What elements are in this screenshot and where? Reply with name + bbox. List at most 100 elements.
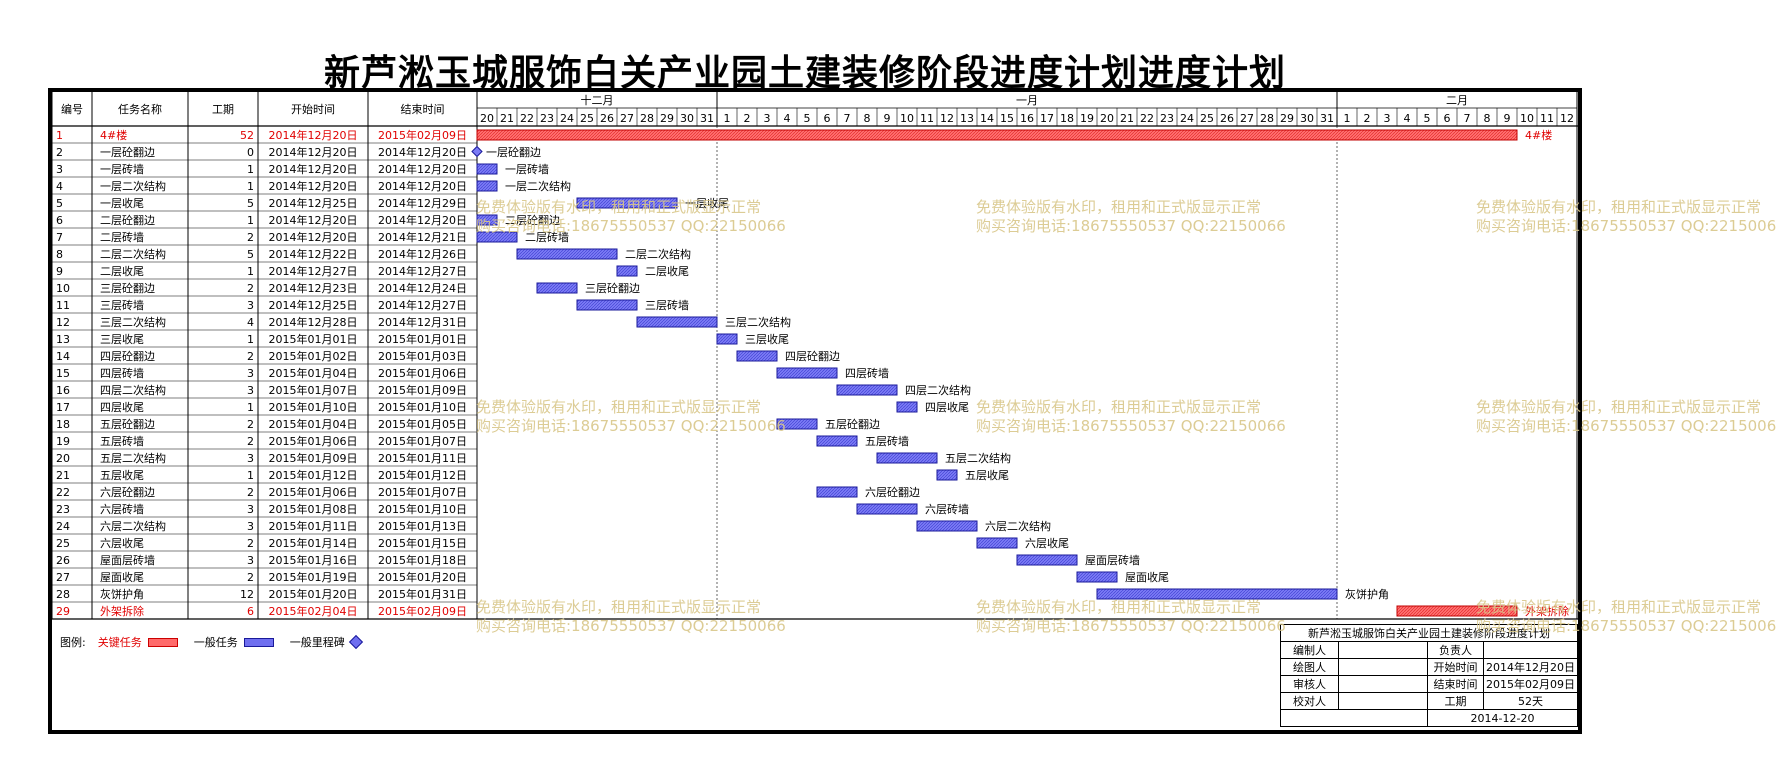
task-name: 三层砖墙 — [100, 298, 144, 312]
task-id: 20 — [56, 452, 70, 465]
task-duration: 5 — [247, 248, 254, 261]
task-name: 二层砖墙 — [100, 230, 144, 244]
day-label: 12 — [940, 112, 954, 125]
task-start: 2015年01月04日 — [269, 417, 358, 431]
task-bar — [476, 180, 498, 192]
task-bar — [836, 384, 898, 396]
task-name: 六层二次结构 — [100, 519, 166, 533]
task-end: 2014年12月21日 — [378, 230, 467, 244]
task-start: 2015年01月08日 — [269, 502, 358, 516]
reviewer-value — [1338, 675, 1428, 693]
task-id: 6 — [56, 214, 63, 227]
task-id: 16 — [56, 384, 70, 397]
info-table: 新芦淞玉城服饰白关产业园土建装修阶段进度计划 编制人 负责人 绘图人 开始时间 … — [1279, 624, 1579, 727]
task-end: 2014年12月20日 — [378, 162, 467, 176]
bar-label: 灰饼护角 — [1345, 587, 1389, 601]
task-end: 2015年01月20日 — [378, 570, 467, 584]
day-label: 30 — [680, 112, 694, 125]
task-start: 2015年01月12日 — [269, 468, 358, 482]
start-value: 2014年12月20日 — [1483, 658, 1578, 676]
bar-label: 二层二次结构 — [625, 247, 691, 261]
task-end: 2015年01月10日 — [378, 400, 467, 414]
task-id: 14 — [56, 350, 70, 363]
task-id: 28 — [56, 588, 70, 601]
task-name: 五层二次结构 — [100, 451, 166, 465]
task-id: 7 — [56, 231, 63, 244]
duration-label: 工期 — [1426, 692, 1485, 710]
task-id: 29 — [56, 605, 70, 618]
bar-label: 屋面层砖墙 — [1085, 553, 1140, 567]
task-name: 四层收尾 — [100, 400, 144, 414]
task-start: 2015年01月20日 — [269, 587, 358, 601]
task-name: 四层砖墙 — [100, 366, 144, 380]
owner-value — [1483, 641, 1578, 659]
bar-label: 四层砖墙 — [845, 366, 889, 380]
task-bar — [776, 367, 838, 379]
bar-label: 外架拆除 — [1525, 604, 1569, 618]
task-id: 19 — [56, 435, 70, 448]
task-name: 五层砼翻边 — [100, 417, 155, 431]
day-label: 1 — [724, 112, 731, 125]
task-bar — [1096, 588, 1338, 600]
info-date: 2014-12-20 — [1426, 709, 1579, 727]
task-name: 灰饼护角 — [100, 587, 144, 601]
task-name: 4#楼 — [100, 128, 127, 142]
task-end: 2014年12月20日 — [378, 179, 467, 193]
bar-label: 三层收尾 — [745, 332, 789, 346]
bar-label: 三层砼翻边 — [585, 281, 640, 295]
bar-label: 三层二次结构 — [725, 315, 791, 329]
task-bar — [476, 129, 1518, 141]
task-end: 2015年01月12日 — [378, 468, 467, 482]
task-end: 2014年12月26日 — [378, 247, 467, 261]
info-title: 新芦淞玉城服饰白关产业园土建装修阶段进度计划 — [1280, 624, 1578, 642]
day-label: 6 — [824, 112, 831, 125]
task-end: 2014年12月20日 — [378, 213, 467, 227]
task-name: 一层砼翻边 — [100, 145, 155, 159]
owner-label: 负责人 — [1426, 641, 1485, 659]
bar-label: 六层二次结构 — [985, 519, 1051, 533]
task-id: 8 — [56, 248, 63, 261]
bar-label: 4#楼 — [1525, 128, 1552, 142]
task-duration: 2 — [247, 571, 254, 584]
task-duration: 4 — [247, 316, 254, 329]
day-label: 22 — [520, 112, 534, 125]
task-end: 2015年02月09日 — [378, 128, 467, 142]
task-bar — [576, 197, 678, 209]
day-label: 19 — [1080, 112, 1094, 125]
task-bar — [516, 248, 618, 260]
task-duration: 6 — [247, 605, 254, 618]
day-label: 15 — [1000, 112, 1014, 125]
task-id: 18 — [56, 418, 70, 431]
task-name: 五层收尾 — [100, 468, 144, 482]
task-bar — [976, 537, 1018, 549]
milestone-marker — [471, 145, 483, 158]
task-id: 10 — [56, 282, 70, 295]
task-start: 2014年12月20日 — [269, 145, 358, 159]
task-start: 2015年01月14日 — [269, 536, 358, 550]
task-duration: 3 — [247, 299, 254, 312]
task-start: 2014年12月23日 — [269, 281, 358, 295]
day-label: 3 — [764, 112, 771, 125]
day-label: 24 — [560, 112, 574, 125]
day-label: 26 — [1220, 112, 1234, 125]
task-start: 2014年12月20日 — [269, 162, 358, 176]
task-bar — [616, 265, 638, 277]
task-id: 1 — [56, 129, 63, 142]
task-start: 2015年01月07日 — [269, 383, 358, 397]
day-label: 10 — [900, 112, 914, 125]
task-name: 五层砖墙 — [100, 434, 144, 448]
day-label: 18 — [1060, 112, 1074, 125]
task-duration: 5 — [247, 197, 254, 210]
task-name: 六层砖墙 — [100, 502, 144, 516]
day-label: 22 — [1140, 112, 1154, 125]
task-id: 25 — [56, 537, 70, 550]
task-duration: 3 — [247, 554, 254, 567]
bar-label: 五层砖墙 — [865, 434, 909, 448]
task-bar — [1016, 554, 1078, 566]
task-id: 11 — [56, 299, 70, 312]
task-duration: 1 — [247, 214, 254, 227]
task-end: 2015年01月10日 — [378, 502, 467, 516]
day-label: 8 — [864, 112, 871, 125]
task-start: 2014年12月25日 — [269, 196, 358, 210]
